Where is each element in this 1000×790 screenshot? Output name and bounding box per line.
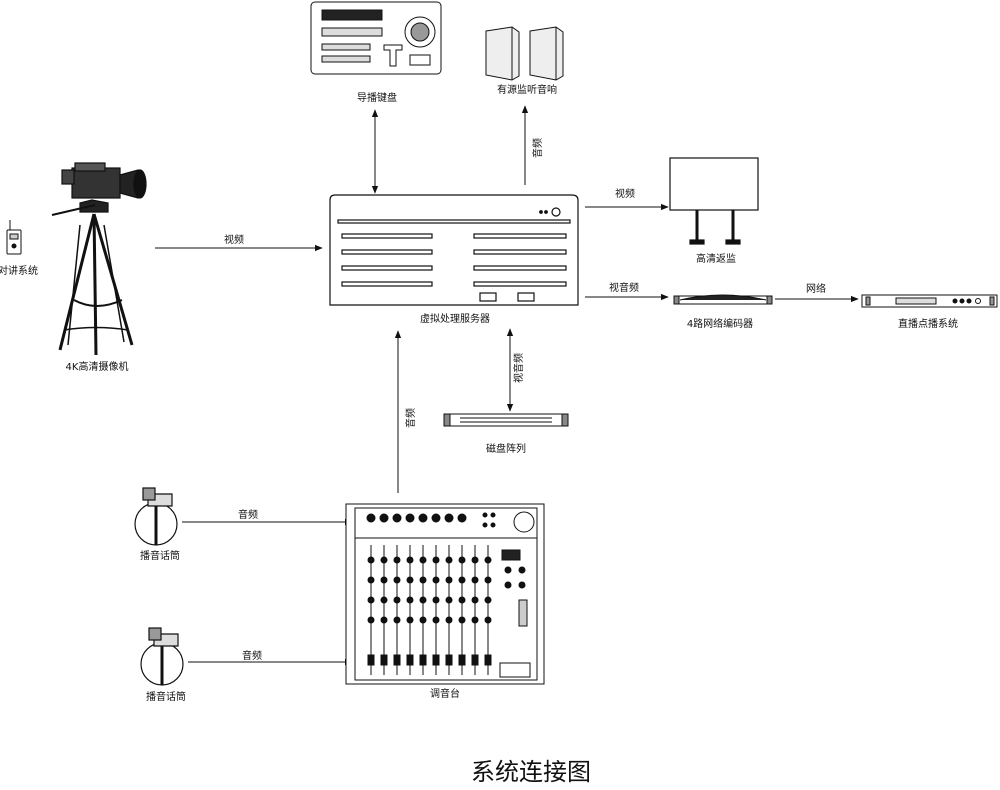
mic1-label: 播音话筒 [140,549,180,562]
encoder-icon [673,294,773,305]
camera-icon [51,162,147,356]
disk-icon [443,413,569,427]
server-icon [329,194,579,306]
link-label-speakers-server: 音频 [531,138,544,158]
speakers-label: 有源监听音响 [497,83,557,96]
speakers-icon [485,26,564,81]
diagram-title: 系统连接图 [471,758,591,786]
monitor-label: 高清返监 [696,252,736,265]
streaming-icon [861,294,998,308]
streaming-label: 直播点播系统 [898,317,958,330]
link-label-camera-server: 视频 [224,233,244,246]
link-label-mic2-mixer: 音频 [242,649,262,662]
link-label-encoder-streaming: 网络 [806,282,826,295]
encoder-label: 4路网络编码器 [687,317,753,330]
mic2-icon [140,627,184,686]
link-label-disk-server: 视音频 [512,353,525,383]
monitor-icon [669,157,759,245]
mic2-label: 播音话筒 [146,690,186,703]
mic1-icon [134,487,178,546]
keyboard-icon [310,1,442,75]
intercom-label: 对讲系统 [0,264,38,277]
disk-label: 磁盘阵列 [486,442,526,455]
intercom-icon [6,220,22,255]
mixer-label: 调音台 [430,687,460,700]
server-label: 虚拟处理服务器 [420,312,490,325]
link-label-mixer-server: 音频 [404,408,417,428]
link-label-server-encoder: 视音频 [609,281,639,294]
link-label-server-monitor: 视频 [615,187,635,200]
keyboard-label: 导播键盘 [357,91,397,104]
mixer-icon [345,503,545,685]
camera-label: 4K高清摄像机 [66,360,129,373]
link-label-mic1-mixer: 音频 [238,508,258,521]
